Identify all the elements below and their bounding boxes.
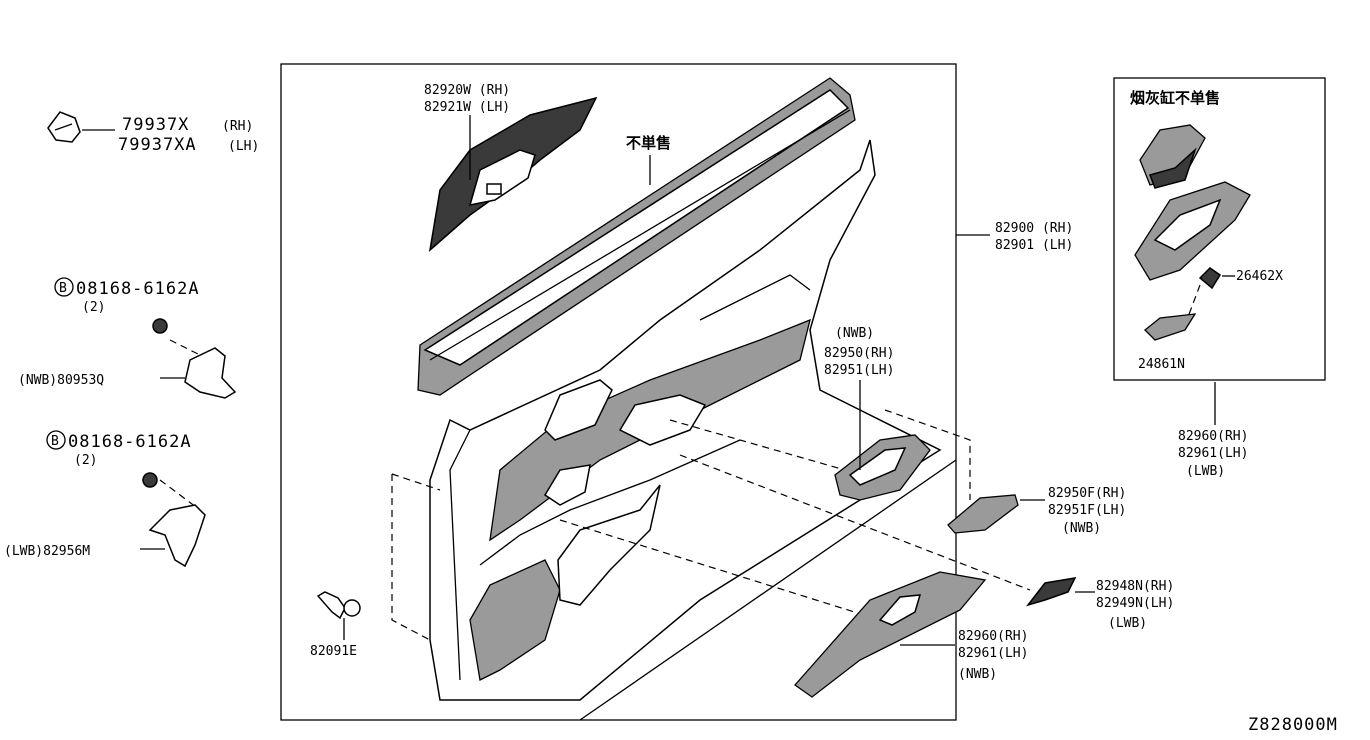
leader-82948n <box>679 454 1031 591</box>
label-82901: 82901 (LH) <box>995 238 1073 253</box>
leader-82960-nwb <box>559 519 881 621</box>
diagram-id: Z828000M <box>1248 715 1338 735</box>
bolt-symbol-1-letter: B <box>59 281 67 296</box>
label-82950f: 82950F(RH) <box>1048 486 1126 501</box>
label-80953q: (NWB)80953Q <box>18 373 104 388</box>
leader-clip-top <box>391 473 441 491</box>
label-82961-nwb: 82961(LH) <box>958 646 1028 661</box>
lwb-inset-frame <box>1113 77 1326 381</box>
label-82950: 82950(RH) <box>824 346 894 361</box>
label-82951: 82951(LH) <box>824 363 894 378</box>
frame-corner-line <box>579 459 957 721</box>
bracket-80953q[interactable] <box>152 318 237 399</box>
bolt-symbol-2-letter: B <box>51 434 59 449</box>
label-82948n: 82948N(RH) <box>1096 579 1174 594</box>
door-trim-panel[interactable] <box>429 139 942 701</box>
label-ashtray-no-sale: 烟灰缸不单售 <box>1130 89 1220 107</box>
clip-82091e[interactable] <box>316 591 361 620</box>
label-bolt-2: 08168-6162A <box>68 432 192 452</box>
label-82921w: 82921W (LH) <box>424 100 510 115</box>
label-no-sale: 不単售 <box>626 134 671 152</box>
cover-24861n[interactable] <box>1144 313 1197 341</box>
screw-26462x[interactable] <box>1198 267 1222 290</box>
label-24861n: 24861N <box>1138 357 1185 372</box>
armrest-finisher-nwb[interactable] <box>794 571 987 698</box>
label-82949n: 82949N(LH) <box>1096 596 1174 611</box>
ashtray-part[interactable] <box>1139 124 1206 189</box>
label-82960-nwb-tag: (NWB) <box>958 667 997 682</box>
label-82960-nwb: 82960(RH) <box>958 629 1028 644</box>
label-bolt-1: 08168-6162A <box>76 279 200 299</box>
leader-clip <box>391 474 431 641</box>
label-82920w: 82920W (RH) <box>424 83 510 98</box>
label-82960-lwb-tag: (LWB) <box>1186 464 1225 479</box>
label-82950f-tag: (NWB) <box>1062 521 1101 536</box>
clip-79937x[interactable] <box>47 111 81 143</box>
switch-base-nwb[interactable] <box>834 434 931 501</box>
bolt-symbol-2 <box>46 430 66 450</box>
label-bolt-2-qty: (2) <box>74 453 97 468</box>
label-82948n-tag: (LWB) <box>1108 616 1147 631</box>
label-82960-lwb: 82960(RH) <box>1178 429 1248 444</box>
label-26462x: 26462X <box>1236 269 1283 284</box>
leader-82950 <box>669 419 846 471</box>
label-79937xa: 79937XA <box>118 135 197 155</box>
bracket-82956m[interactable] <box>142 472 206 568</box>
label-bolt-1-qty: (2) <box>82 300 105 315</box>
leader-82950f <box>884 409 971 500</box>
label-82091e: 82091E <box>310 644 357 659</box>
upper-armrest-finisher[interactable] <box>428 96 598 252</box>
label-79937x: 79937X <box>122 115 189 135</box>
clip-82948n[interactable] <box>1025 577 1077 607</box>
label-82900: 82900 (RH) <box>995 221 1073 236</box>
bolt-symbol-1 <box>54 277 74 297</box>
label-82951f: 82951F(LH) <box>1048 503 1126 518</box>
label-82950-tag: (NWB) <box>835 326 874 341</box>
label-79937xa-side: (LH) <box>228 139 259 154</box>
main-frame <box>280 63 957 721</box>
switch-cover-82950f[interactable] <box>947 494 1019 534</box>
label-82956m: (LWB)82956M <box>4 544 90 559</box>
label-82961-lwb: 82961(LH) <box>1178 446 1248 461</box>
label-79937x-side: (RH) <box>222 119 253 134</box>
switch-base-lwb[interactable] <box>1134 181 1251 281</box>
door-top-finisher-strip[interactable] <box>417 77 856 396</box>
